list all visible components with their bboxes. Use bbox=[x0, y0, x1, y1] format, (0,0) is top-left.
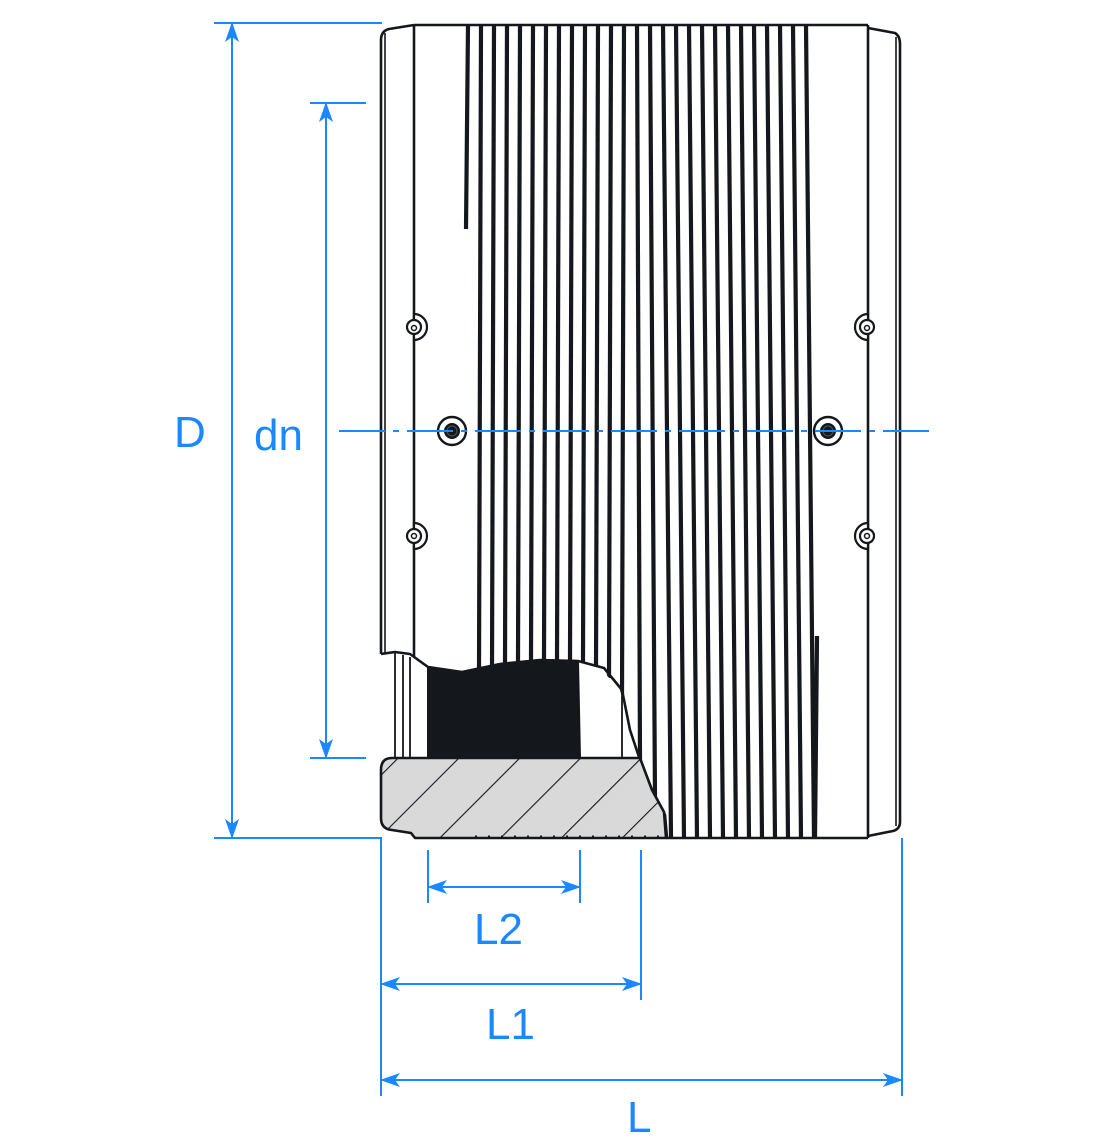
fusion-indicator-bottom-right bbox=[853, 521, 876, 551]
dim-label-L2: L2 bbox=[474, 905, 523, 954]
fusion-indicator-top-left bbox=[405, 312, 429, 342]
right-end-cap bbox=[867, 26, 902, 838]
fusion-indicators bbox=[405, 312, 876, 551]
hatched-wall bbox=[379, 756, 668, 840]
fusion-indicator-top-right bbox=[853, 312, 876, 342]
heating-insert bbox=[427, 658, 582, 759]
dim-label-L: L bbox=[627, 1093, 652, 1142]
dim-label-L1: L1 bbox=[486, 1000, 535, 1049]
dimension-lines bbox=[214, 22, 903, 1096]
fusion-indicator-bottom-left bbox=[405, 521, 429, 551]
left-end-cap bbox=[379, 23, 415, 654]
cutaway-section bbox=[379, 650, 669, 840]
dim-label-dn: dn bbox=[254, 411, 303, 460]
dim-label-D: D bbox=[174, 408, 206, 457]
